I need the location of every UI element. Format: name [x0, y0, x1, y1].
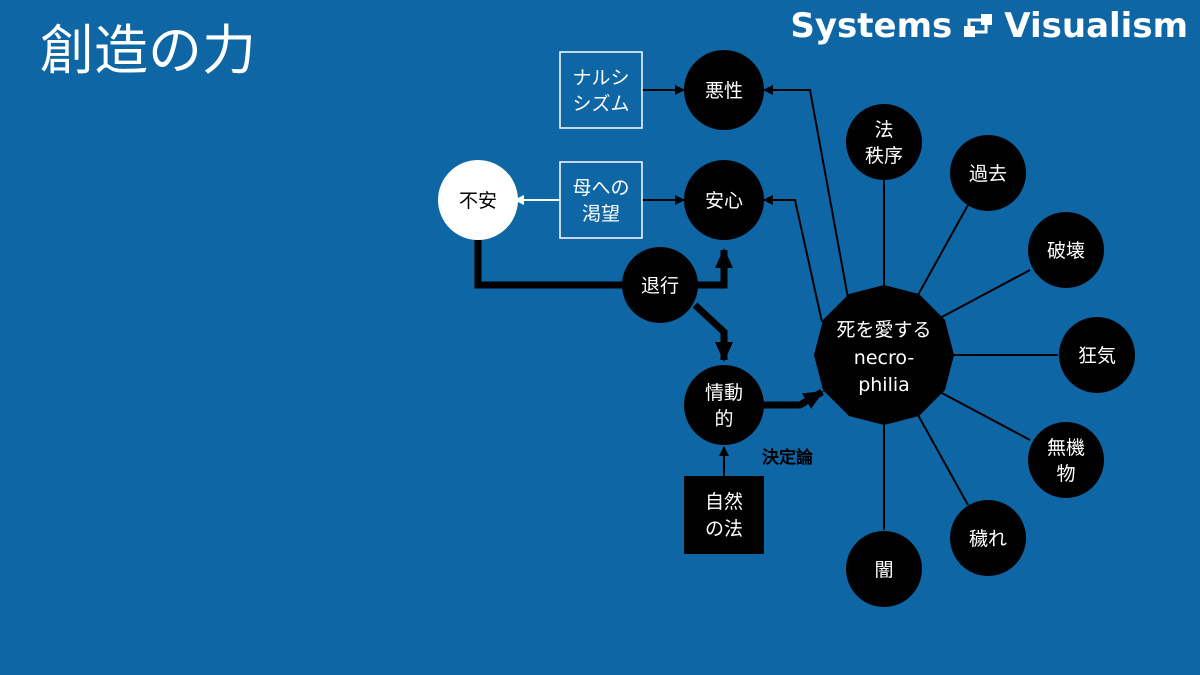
emotional-line-1: 情動 [705, 382, 743, 404]
longing-line-1: 母への [572, 177, 629, 199]
node-mother-longing [559, 161, 643, 239]
node-regression-label: 退行 [641, 275, 679, 297]
edge-emotional-necrophilia [764, 388, 824, 409]
law-order-line-1: 法 [874, 119, 893, 141]
node-inorganic [1028, 422, 1104, 498]
node-natural-law [684, 476, 764, 554]
edge-anxiety-regression [474, 238, 622, 289]
node-darkness-label: 闇 [874, 559, 893, 581]
node-past [950, 135, 1026, 211]
node-darkness [846, 531, 922, 607]
node-law-order [846, 104, 922, 180]
necrophilia-line-2: necro- [854, 347, 914, 369]
node-necrophilia [814, 285, 954, 425]
longing-line-2: 渇望 [582, 203, 620, 225]
narcissism-line-1: ナルシ [572, 67, 629, 89]
natural-law-line-2: の法 [705, 518, 743, 540]
node-impurity [950, 500, 1026, 576]
inorganic-line-2: 物 [1056, 463, 1075, 485]
necrophilia-line-3: philia [858, 374, 910, 396]
flowchart-icon [964, 14, 993, 37]
edge-regression-emotional [692, 302, 733, 362]
node-anxiety-label: 不安 [459, 190, 497, 212]
narcissism-line-2: シズム [572, 93, 629, 115]
node-anxiety [438, 160, 518, 240]
node-evil [684, 50, 764, 130]
brand-logo: Systems Visualism [790, 6, 1188, 46]
necrophilia-line-1: 死を愛する [836, 319, 931, 341]
brand-text-1: Systems [790, 6, 953, 46]
node-narcissism [559, 51, 643, 129]
node-relief [684, 160, 764, 240]
emotional-line-2: 的 [714, 408, 733, 430]
natural-law-line-1: 自然 [705, 491, 743, 513]
node-madness-label: 狂気 [1078, 345, 1116, 367]
node-destruction [1028, 212, 1104, 288]
brand-text-2: Visualism [1004, 6, 1188, 46]
node-impurity-label: 穢れ [969, 528, 1007, 550]
node-relief-label: 安心 [705, 190, 743, 212]
node-past-label: 過去 [969, 163, 1007, 185]
node-regression [622, 247, 698, 323]
label-determinism: 決定論 [762, 447, 814, 468]
law-order-line-2: 秩序 [865, 145, 903, 167]
hub-spokes [763, 85, 1058, 530]
node-destruction-label: 破壊 [1047, 240, 1085, 262]
page-title: 創造の力 [40, 19, 256, 82]
node-emotional [684, 365, 764, 445]
inorganic-line-1: 無機 [1047, 437, 1085, 459]
node-madness [1059, 317, 1135, 393]
node-evil-label: 悪性 [705, 80, 743, 102]
